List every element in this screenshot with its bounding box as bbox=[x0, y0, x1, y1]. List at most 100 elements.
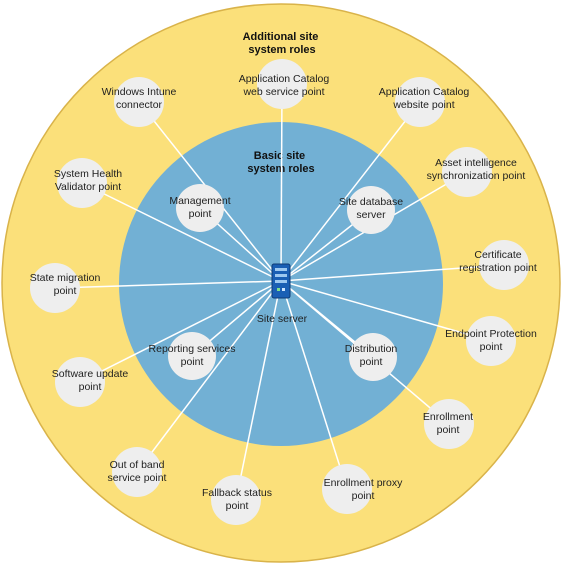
additional-role-label-line: Fallback status bbox=[202, 487, 272, 499]
additional-connector-7 bbox=[54, 280, 282, 289]
additional-role-label-line: Certificate bbox=[474, 249, 521, 261]
additional-connector-6 bbox=[280, 264, 505, 282]
additional-role-label-line: Software update bbox=[52, 368, 129, 380]
server-icon bbox=[271, 263, 291, 299]
additional-role-bubble bbox=[57, 158, 107, 208]
basic-role-label-line: Reporting services bbox=[149, 343, 236, 355]
additional-role-label-line: point bbox=[54, 285, 77, 297]
basic-role-label-line: server bbox=[356, 209, 386, 221]
basic-role-label-line: Site database bbox=[339, 196, 403, 208]
additional-role-label-line: Validator point bbox=[55, 181, 121, 193]
basic-role-bubble bbox=[176, 184, 224, 232]
additional-role-label-line: website point bbox=[392, 99, 454, 111]
additional-role-label-line: Out of band bbox=[110, 459, 165, 471]
basic-role-bubble bbox=[347, 186, 395, 234]
additional-role-bubble bbox=[322, 464, 372, 514]
additional-role-label-line: registration point bbox=[459, 262, 537, 274]
additional-role-label-line: point bbox=[352, 490, 375, 502]
additional-role-label-line: Enrollment proxy bbox=[324, 477, 404, 489]
additional-role-bubble bbox=[257, 59, 307, 109]
outer-title-line-1: Additional site bbox=[243, 31, 319, 43]
additional-role-label-line: connector bbox=[116, 99, 163, 111]
additional-connector-9 bbox=[79, 280, 282, 383]
additional-role-bubble bbox=[114, 77, 164, 127]
outer-title: Additional site system roles bbox=[243, 31, 322, 56]
basic-role-bubble bbox=[168, 332, 216, 380]
basic-role-label-line: point bbox=[360, 356, 383, 368]
additional-role-label-line: Windows Intune bbox=[102, 86, 177, 98]
basic-role-bubble bbox=[349, 333, 397, 381]
additional-connector-3 bbox=[280, 101, 421, 282]
additional-role-bubble bbox=[395, 77, 445, 127]
additional-role-bubble bbox=[112, 447, 162, 497]
additional-role-label-line: point bbox=[226, 500, 249, 512]
additional-connector-2 bbox=[280, 83, 283, 282]
additional-role-label-line: Application Catalog bbox=[239, 73, 330, 85]
additional-role-bubble bbox=[424, 399, 474, 449]
basic-role-label-line: Management bbox=[169, 195, 230, 207]
inner-title-line-1: Basic site bbox=[254, 150, 305, 162]
additional-role-bubble bbox=[30, 263, 80, 313]
additional-role-label-line: Endpoint Protection bbox=[445, 328, 537, 340]
additional-role-label-line: point bbox=[79, 381, 102, 393]
basic-role-label-line: point bbox=[181, 356, 204, 368]
basic-role-label-line: Distribution bbox=[345, 343, 398, 355]
additional-role-bubble bbox=[211, 475, 261, 525]
additional-role-bubble bbox=[442, 147, 492, 197]
additional-role-bubble bbox=[479, 240, 529, 290]
additional-role-label-line: Application Catalog bbox=[379, 86, 470, 98]
additional-role-label-line: synchronization point bbox=[427, 170, 526, 182]
additional-connector-12 bbox=[280, 280, 348, 490]
additional-role-label-line: Asset intelligence bbox=[435, 157, 517, 169]
additional-connector-8 bbox=[280, 280, 492, 342]
additional-role-label-line: point bbox=[480, 341, 503, 353]
additional-role-label-line: Enrollment bbox=[423, 411, 473, 423]
additional-role-bubble bbox=[55, 357, 105, 407]
additional-role-label-line: service point bbox=[108, 472, 167, 484]
additional-role-label-line: System Health bbox=[54, 168, 122, 180]
additional-connector-5 bbox=[81, 182, 282, 282]
additional-role-label-line: point bbox=[437, 424, 460, 436]
additional-role-bubble bbox=[466, 316, 516, 366]
additional-connector-11 bbox=[136, 280, 282, 473]
site-server: Site server bbox=[257, 263, 308, 325]
outer-title-line-2: system roles bbox=[248, 44, 315, 56]
additional-role-label-line: State migration bbox=[30, 272, 101, 284]
basic-role-label-line: point bbox=[189, 208, 212, 220]
